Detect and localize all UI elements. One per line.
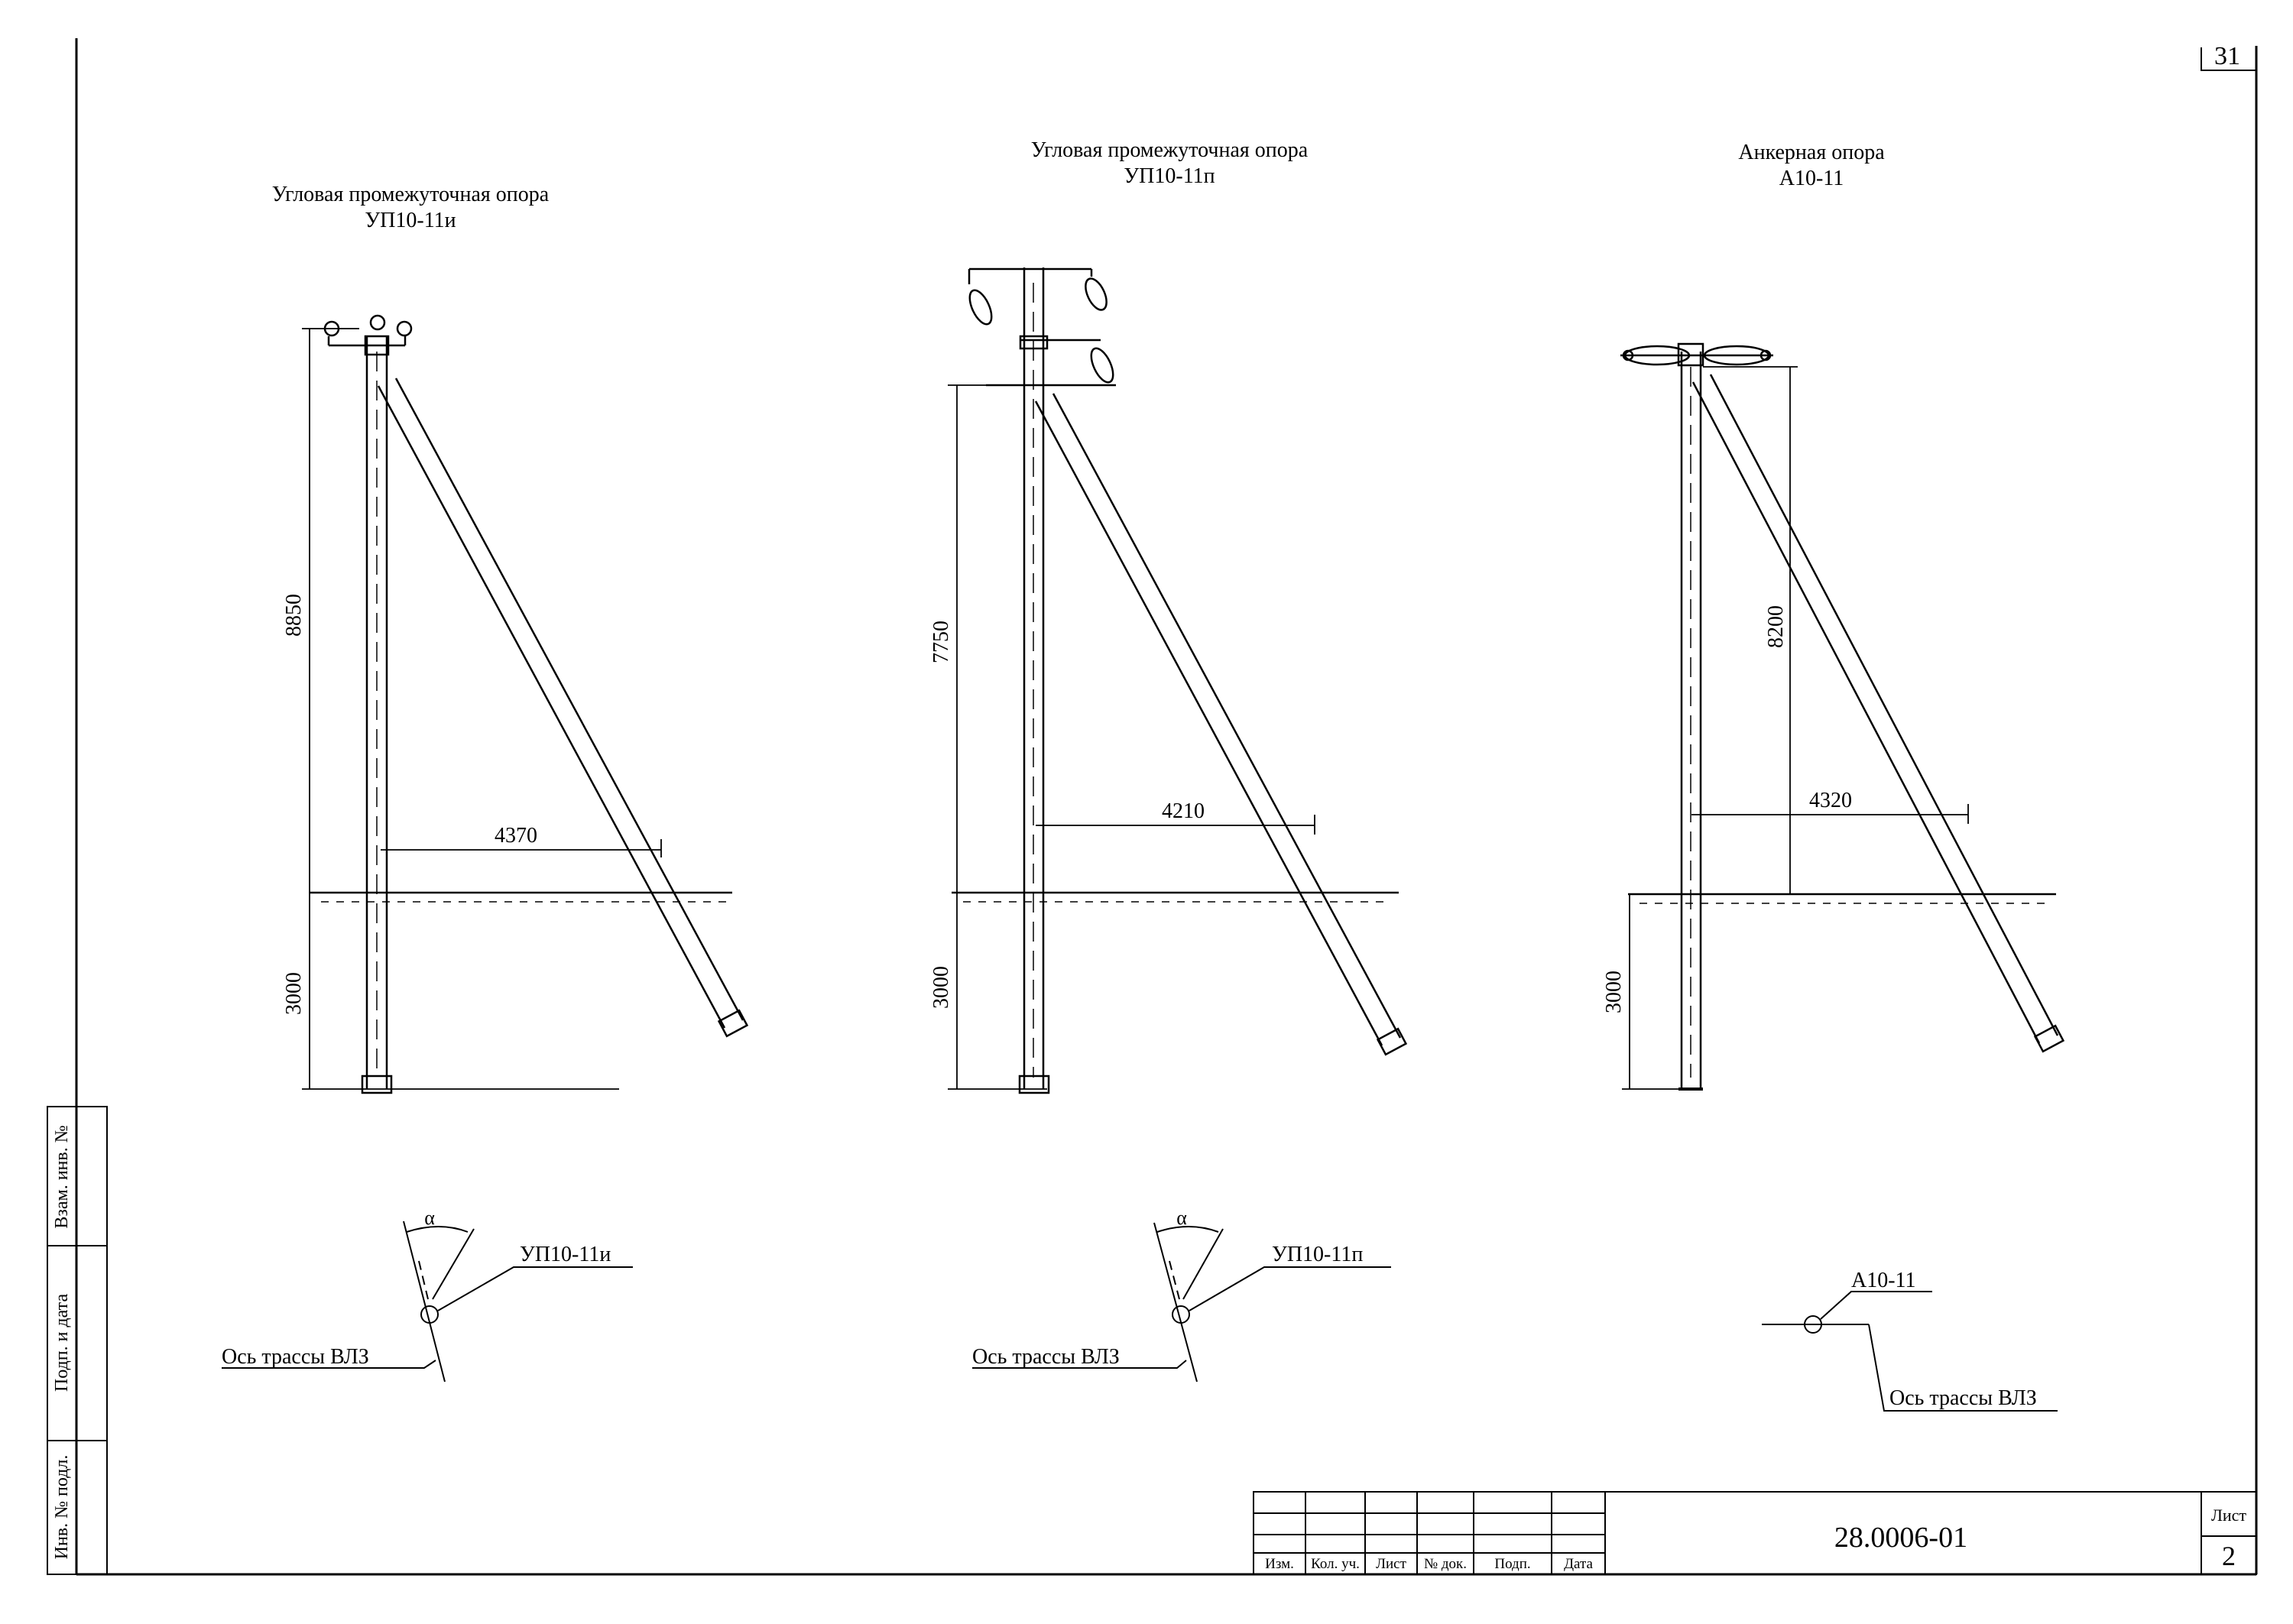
stamp-replace-inv: Взам. инв. №	[52, 1125, 72, 1228]
support-3-head	[1620, 342, 1773, 367]
support-2-angle: α	[1176, 1207, 1187, 1229]
support-1-axis-label: Ось трассы ВЛЗ	[222, 1345, 369, 1369]
support-3-pole	[1678, 352, 1703, 1091]
support-2-code: УП10-11п	[1124, 164, 1215, 188]
col-data: Дата	[1564, 1556, 1593, 1572]
support-3-plan-label: А10-11	[1851, 1269, 1916, 1292]
document-designation: 28.0006-01	[1834, 1522, 1967, 1554]
support-2-offset: 4210	[1162, 799, 1205, 823]
support-3-offset: 4320	[1809, 789, 1852, 812]
support-2-ground	[952, 891, 1399, 903]
page-corner-number: 31	[2214, 42, 2240, 70]
stamp-sign-date: Подп. и дата	[52, 1294, 72, 1392]
support-1-pole	[361, 336, 393, 1094]
support-3-axis-label: Ось трассы ВЛЗ	[1889, 1386, 2037, 1410]
support-1-dimensions	[302, 328, 662, 1090]
support-1-plan-label: УП10-11и	[520, 1243, 611, 1266]
col-kol-uch: Кол. уч.	[1311, 1556, 1360, 1572]
support-3-dimensions	[1622, 366, 1969, 1090]
col-izm: Изм.	[1265, 1556, 1294, 1572]
support-2-strut	[1034, 393, 1408, 1056]
support-2-dimensions	[948, 384, 1315, 1090]
support-1-offset: 4370	[495, 824, 537, 848]
support-3-strut	[1691, 374, 2065, 1053]
support-3-title: Анкерная опора	[1738, 141, 1885, 164]
col-podp: Подп.	[1494, 1556, 1530, 1572]
sheet-label: Лист	[2211, 1506, 2246, 1525]
support-1-strut	[377, 378, 749, 1038]
support-3-ground	[1628, 893, 2056, 904]
support-2-pole	[1018, 267, 1050, 1094]
support-2-crossarms	[968, 267, 1116, 387]
side-stamp	[47, 1106, 108, 1575]
support-1-title: Угловая промежуточная опора	[272, 183, 550, 206]
support-2-height: 7750	[929, 621, 953, 663]
support-3-height: 8200	[1764, 605, 1788, 648]
support-3: Анкерная опора А10-11	[1602, 141, 2065, 1412]
support-1-code: УП10-11и	[365, 209, 456, 232]
support-2-plan-label: УП10-11п	[1272, 1243, 1363, 1266]
support-2-title: Угловая промежуточная опора	[1031, 138, 1309, 162]
support-2-axis-label: Ось трассы ВЛЗ	[972, 1345, 1120, 1369]
support-3-code: А10-11	[1779, 167, 1844, 190]
support-1-plan	[222, 1220, 633, 1383]
support-1-height: 8850	[282, 594, 306, 637]
support-1-crossarm	[323, 314, 413, 356]
title-block-headers: Изм. Кол. уч. Лист № док. Подп. Дата	[1265, 1556, 1593, 1572]
support-1-depth: 3000	[282, 972, 306, 1015]
col-n-doc: № док.	[1424, 1556, 1467, 1572]
title-block	[1253, 1491, 2257, 1575]
support-2: Угловая промежуточная опора УП10-11п	[929, 138, 1408, 1383]
support-1: Угловая промежуточная опора УП10-11и	[222, 183, 749, 1383]
support-1-angle: α	[424, 1207, 435, 1229]
support-1-ground	[310, 891, 732, 903]
support-3-plan	[1762, 1291, 2058, 1412]
col-list: Лист	[1376, 1556, 1406, 1572]
sheet-number: 2	[2222, 1541, 2236, 1571]
support-2-plan	[972, 1222, 1391, 1383]
stamp-inv-original: Инв. № подл.	[52, 1455, 72, 1560]
support-2-depth: 3000	[929, 966, 953, 1009]
support-3-depth: 3000	[1602, 971, 1626, 1013]
